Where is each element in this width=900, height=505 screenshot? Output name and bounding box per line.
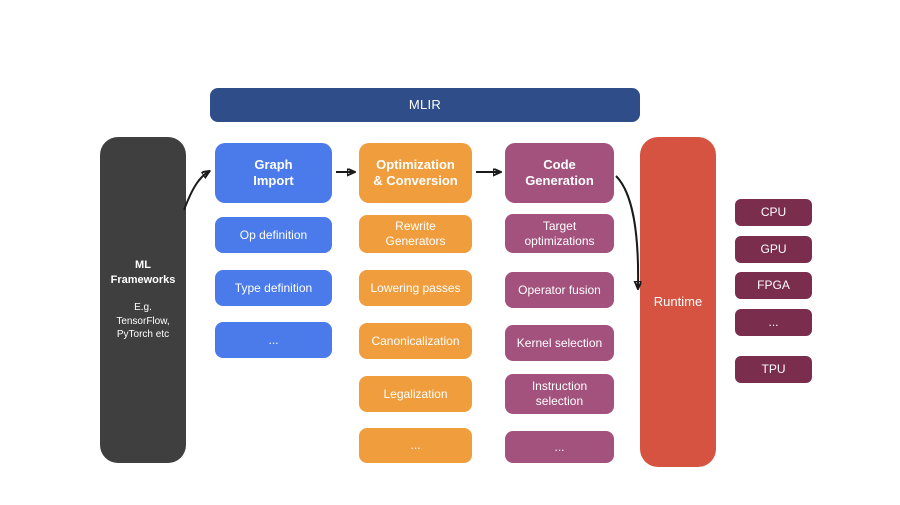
- arrow-frameworks-to-graph-import: [183, 172, 208, 211]
- code-generation-more-box: ...: [505, 431, 614, 463]
- arrow-code-generation-to-runtime: [615, 175, 638, 287]
- target-optimizations-box: Target optimizations: [505, 214, 614, 253]
- ml-frameworks-title: ML Frameworks: [110, 259, 176, 286]
- operator-fusion-box: Operator fusion: [505, 272, 614, 308]
- code-generation-header: Code Generation: [505, 143, 614, 203]
- op-definition-box: Op definition: [215, 217, 332, 253]
- ml-frameworks-box: ML Frameworks E.g. TensorFlow, PyTorch e…: [100, 137, 186, 463]
- lowering-passes-box: Lowering passes: [359, 270, 472, 306]
- target-cpu-box: CPU: [735, 199, 812, 226]
- ml-frameworks-subtitle: E.g. TensorFlow, PyTorch etc: [116, 302, 170, 341]
- target-tpu-box: TPU: [735, 356, 812, 383]
- graph-import-more-box: ...: [215, 322, 332, 358]
- canonicalization-box: Canonicalization: [359, 323, 472, 359]
- rewrite-generators-box: Rewrite Generators: [359, 215, 472, 253]
- graph-import-header: Graph Import: [215, 143, 332, 203]
- target-gpu-box: GPU: [735, 236, 812, 263]
- mlir-banner: MLIR: [210, 88, 640, 122]
- instruction-selection-box: Instruction selection: [505, 374, 614, 414]
- target-fpga-box: FPGA: [735, 272, 812, 299]
- runtime-box: Runtime: [640, 137, 716, 467]
- kernel-selection-box: Kernel selection: [505, 325, 614, 361]
- optimization-conversion-header: Optimization & Conversion: [359, 143, 472, 203]
- target-more-box: ...: [735, 309, 812, 336]
- optimization-more-box: ...: [359, 428, 472, 463]
- type-definition-box: Type definition: [215, 270, 332, 306]
- legalization-box: Legalization: [359, 376, 472, 412]
